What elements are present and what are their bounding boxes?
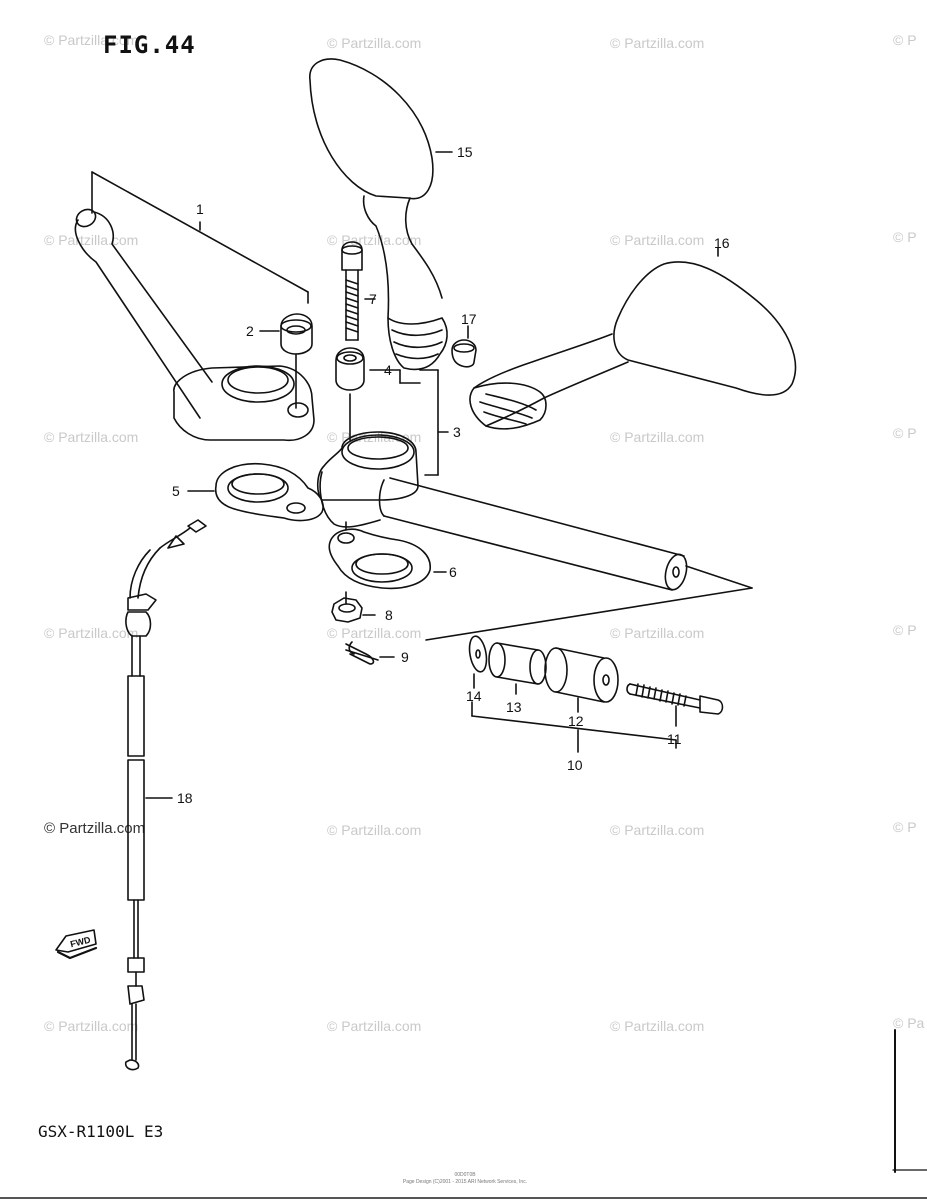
watermark: © Partzilla.com — [610, 35, 705, 51]
watermark: © Partzilla.com — [610, 1018, 705, 1034]
watermark: © Partzilla.com — [327, 625, 422, 641]
watermark: © Partzilla.com — [44, 1018, 139, 1034]
watermark: © P — [893, 425, 917, 441]
callout-10: 10 — [567, 757, 583, 773]
clamp-plate-lower-part — [328, 528, 431, 590]
footer-line-1: 00D0T0B — [454, 1172, 476, 1178]
watermark: © Partzilla.com — [44, 429, 139, 445]
figure-title: FIG.44 — [103, 31, 196, 59]
balancer-screw-part — [626, 683, 724, 715]
watermark: © Partzilla.com — [44, 232, 139, 248]
mirror-cap-nut-part — [451, 339, 477, 368]
callout-12: 12 — [568, 713, 584, 729]
callout-17: 17 — [461, 311, 477, 327]
callout-4: 4 — [384, 362, 392, 378]
callout-6: 6 — [449, 564, 457, 580]
callout-13: 13 — [506, 699, 522, 715]
watermark: © Partzilla.com — [610, 232, 705, 248]
handlebar-right-part — [316, 431, 688, 591]
watermark: © Partzilla.com — [327, 35, 422, 51]
spacer-part — [335, 347, 365, 391]
watermark: © P — [893, 819, 917, 835]
watermark: © Partzilla.com — [44, 625, 139, 641]
footer-line-2: Page Design (C)2001 - 2015 ARI Network S… — [402, 1179, 528, 1185]
forward-direction-arrow-icon — [55, 929, 98, 960]
callout-9: 9 — [401, 649, 409, 665]
watermark: © P — [893, 622, 917, 638]
cap-nut-part — [280, 313, 313, 355]
balancer-weight-outer-part — [544, 647, 619, 703]
callout-2: 2 — [246, 323, 254, 339]
fwd-badge-label: FWD — [69, 934, 92, 949]
mirror-right-part — [469, 261, 797, 430]
watermark: © Partzilla.com — [327, 822, 422, 838]
callout-11: 11 — [667, 731, 682, 747]
handlebar-left-part — [74, 208, 315, 442]
footer-copyright: 00D0T0B Page Design (C)2001 - 2015 ARI N… — [400, 1172, 530, 1186]
nut-part — [331, 597, 363, 623]
callout-8: 8 — [385, 607, 393, 623]
callout-7: 7 — [369, 291, 377, 307]
throttle-cable-part — [124, 519, 207, 1071]
callout-3: 3 — [453, 424, 461, 440]
callout-5: 5 — [172, 483, 180, 499]
callout-18: 18 — [177, 790, 193, 806]
watermark: © Partzilla.com — [44, 32, 139, 48]
watermark: © Partzilla.com — [610, 822, 705, 838]
watermark: © Partzilla.com — [610, 429, 705, 445]
callout-14: 14 — [466, 688, 482, 704]
washer-part — [468, 635, 488, 673]
watermark: © P — [893, 229, 917, 245]
callout-16: 16 — [714, 235, 730, 251]
watermark: © Partzilla.com — [327, 1018, 422, 1034]
bolt-part — [341, 241, 363, 341]
mirror-left-part — [309, 58, 448, 371]
watermark: © Partzilla.com — [327, 232, 422, 248]
clip-part — [345, 641, 379, 665]
clamp-plate-upper-part — [214, 462, 324, 522]
callout-15: 15 — [457, 144, 473, 160]
watermark: © Partzilla.com — [610, 625, 705, 641]
model-code: GSX-R1100L E3 — [38, 1122, 164, 1141]
watermark: © Partzilla.com — [44, 820, 146, 837]
watermark: © P — [893, 32, 917, 48]
watermark: © Pa — [893, 1015, 925, 1031]
balancer-weight-inner-part — [488, 642, 547, 685]
callout-1: 1 — [196, 201, 204, 217]
